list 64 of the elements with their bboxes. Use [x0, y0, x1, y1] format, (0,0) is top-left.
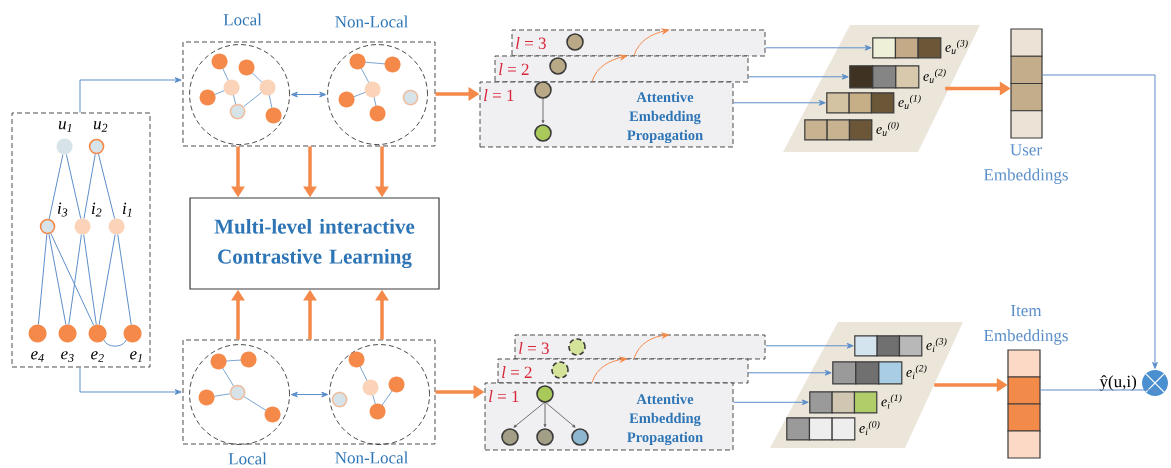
node-label: l = 1 [489, 390, 519, 402]
arrow [747, 73, 849, 80]
connector-line [68, 234, 82, 325]
arrow [591, 356, 628, 384]
arrow [732, 399, 809, 406]
view-label: Non-Local [335, 15, 409, 28]
arrow [290, 91, 327, 98]
connector-line [37, 233, 48, 325]
node-label: i$_{2}$ [91, 202, 102, 217]
embedding-label: e$_{u}$(3) [945, 39, 968, 54]
connector-line [97, 153, 116, 220]
layer-box: l = 3 [514, 334, 766, 360]
layer-box: l = 2 [494, 55, 749, 83]
embedding-label: e$_{u}$(1) [898, 94, 921, 109]
node-label: i$_{1}$ [122, 202, 132, 217]
node-label: l = 1 [484, 89, 514, 101]
view-label: Local [228, 452, 267, 465]
arrow [633, 28, 670, 57]
node-label: i$_{3}$ [57, 202, 68, 217]
node-label: u$_{2}$ [93, 121, 108, 132]
arrow [1041, 74, 1158, 369]
connector-line [83, 234, 97, 325]
score-label: ŷ(u,i) [1099, 375, 1137, 391]
connector-line [103, 339, 127, 347]
connector-line [117, 234, 132, 325]
connector-line [50, 233, 95, 326]
layer-box: l = 3 [511, 29, 766, 57]
dashed-frame [182, 41, 436, 147]
embedding-label: e$_{i}$(0) [859, 420, 880, 435]
arrow [732, 99, 826, 106]
connector-line [48, 154, 64, 220]
embedding-label: e$_{u}$(0) [876, 121, 899, 136]
dashed-frame [11, 112, 151, 368]
node-label: Attentive Embedding Propagation [627, 393, 703, 446]
arrow [633, 332, 670, 360]
connector-line [83, 153, 96, 219]
arrow [290, 391, 329, 398]
arrow [591, 54, 628, 83]
arrow [79, 77, 182, 114]
node-label: e$_{4}$ [31, 351, 44, 362]
column-label: Item Embeddings [984, 305, 1068, 345]
node-label: u$_{1}$ [58, 121, 72, 132]
node-label: e$_{3}$ [61, 351, 74, 362]
connector-line [48, 233, 67, 325]
arrow [764, 342, 854, 349]
embedding-label: e$_{i}$(2) [906, 364, 927, 379]
arrow [747, 369, 832, 376]
view-label: Non-Local [335, 451, 409, 464]
embedding-label: e$_{i}$(1) [881, 394, 902, 409]
node-label: Attentive Embedding Propagation [627, 91, 703, 144]
node-label: e$_{1}$ [130, 351, 142, 362]
arrow [1039, 388, 1158, 396]
embedding-label: e$_{i}$(3) [926, 337, 947, 352]
embedding-label: e$_{u}$(2) [923, 68, 946, 83]
view-label: Local [223, 13, 262, 26]
column-label: User Embeddings [984, 144, 1068, 184]
connector-line [65, 154, 82, 220]
dashed-frame [182, 339, 436, 445]
connector-line [98, 234, 116, 325]
layer-box: l = 2 [497, 358, 749, 384]
node-label: e$_{2}$ [91, 351, 104, 362]
arrow [764, 44, 872, 51]
module-box: Multi-level interactive Contrastive Learning [189, 197, 440, 290]
arrow [79, 366, 182, 395]
